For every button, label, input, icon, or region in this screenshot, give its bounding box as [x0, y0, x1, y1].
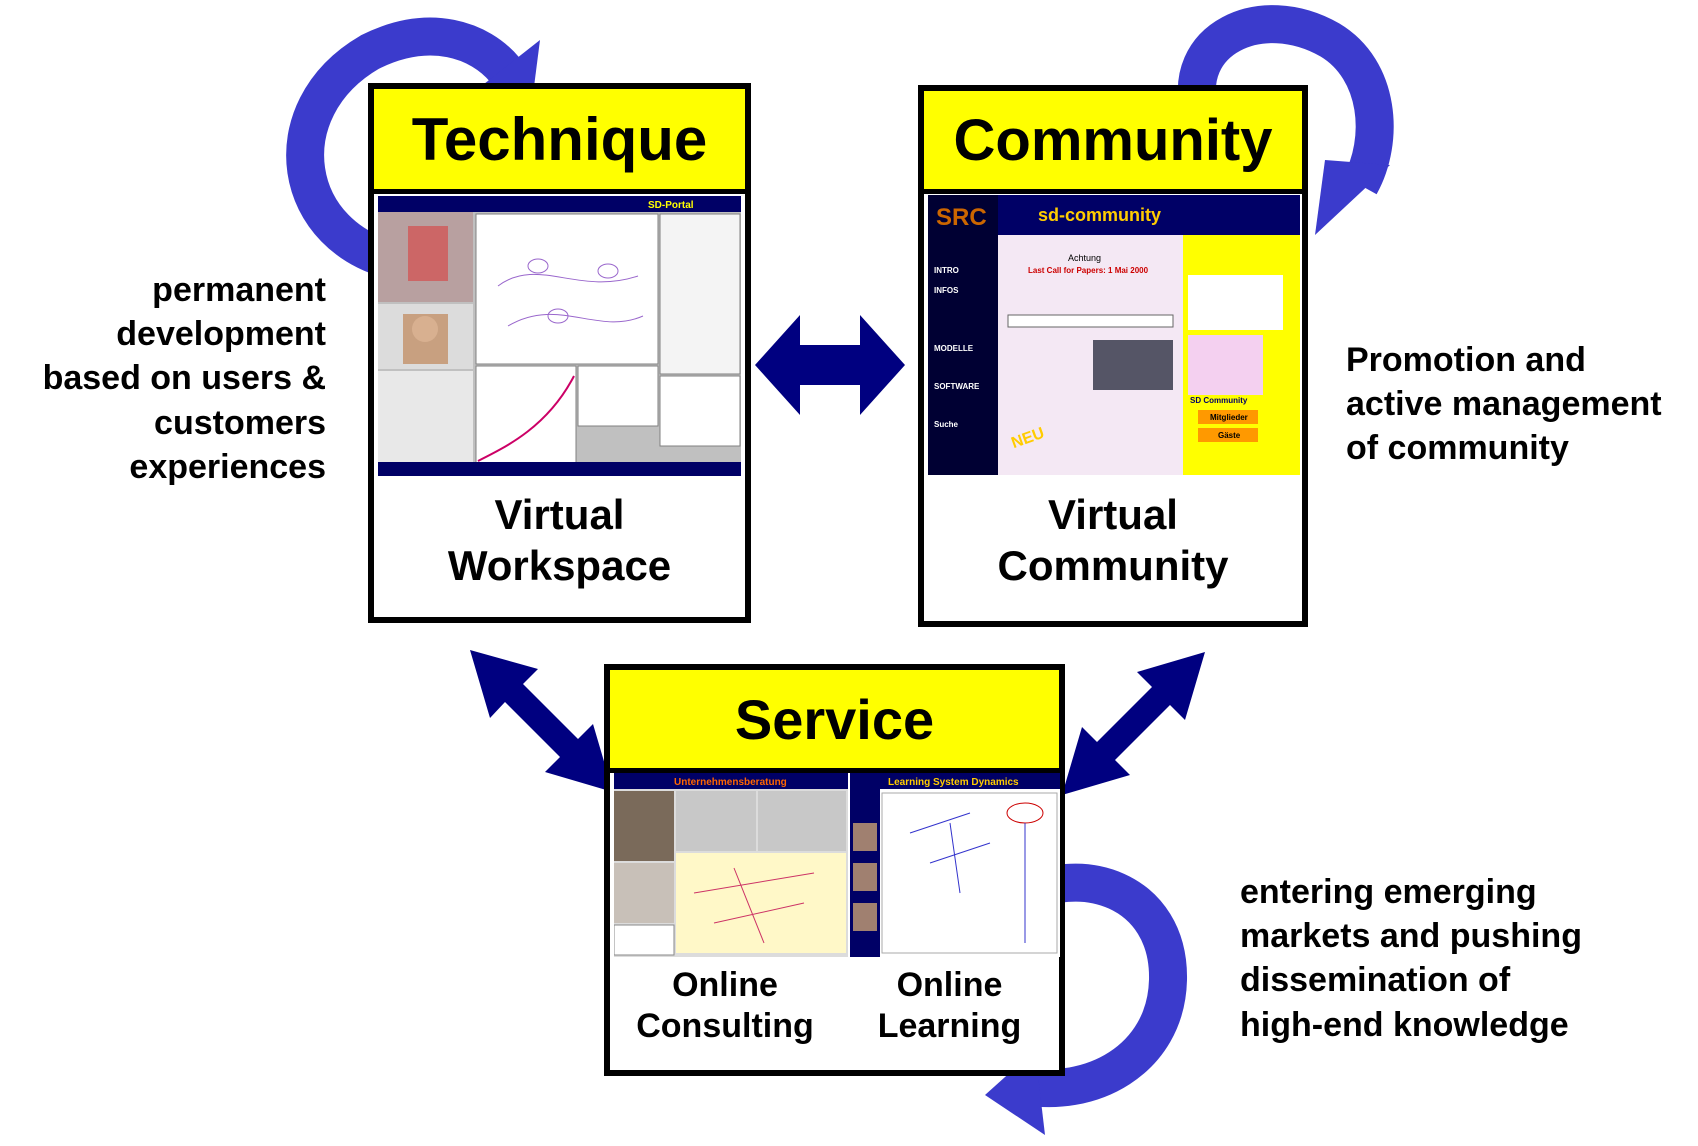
service-caption-left: Online Consulting: [610, 965, 840, 1048]
note-left: permanent development based on users & c…: [10, 268, 326, 489]
service-caption-right-line1: Online: [896, 966, 1003, 1004]
note-left-line4: customers: [154, 403, 326, 442]
note-bottom-line2: markets and pushing: [1240, 917, 1582, 956]
community-guests-btn: Gäste: [1218, 431, 1241, 440]
note-left-line2: development: [116, 315, 326, 354]
note-right: Promotion and active management of commu…: [1346, 338, 1691, 471]
technique-caption-line2: Workspace: [447, 542, 672, 590]
service-box: Service Unternehmensberatung Learning Sy…: [604, 664, 1065, 1076]
technique-caption-line1: Virtual: [494, 491, 625, 538]
community-headline: Last Call for Papers: 1 Mai 2000: [1028, 266, 1149, 275]
technique-header: Technique: [374, 89, 745, 194]
technique-box: Technique SD-Portal Virtual Wor: [368, 83, 751, 623]
service-screenshot-learning: Learning System Dynamics: [850, 773, 1060, 957]
community-nav-software: SOFTWARE: [934, 382, 980, 391]
workspace-header-label: SD-Portal: [648, 200, 694, 211]
community-title: Community: [953, 107, 1273, 173]
note-left-line1: permanent: [152, 271, 326, 309]
community-cycle-arrow: [1177, 5, 1394, 235]
community-nav-suche: Suche: [934, 420, 959, 429]
service-caption-left-line2: Consulting: [636, 1007, 814, 1046]
community-caption-line2: Community: [997, 542, 1229, 590]
service-learning-title: Learning System Dynamics: [888, 777, 1019, 788]
community-box: Community SRC sd-community INTRO INFOS M…: [918, 85, 1308, 627]
service-caption-right: Online Learning: [840, 965, 1059, 1048]
note-right-line2: active management: [1346, 385, 1662, 424]
note-left-line3: based on users &: [42, 359, 326, 398]
community-screenshot: SRC sd-community INTRO INFOS MODELLE SOF…: [928, 195, 1300, 475]
community-nav-intro: INTRO: [934, 266, 959, 275]
community-site-name: sd-community: [1038, 205, 1161, 225]
double-arrow-horizontal: [755, 315, 905, 415]
community-nav-infos: INFOS: [934, 286, 959, 295]
note-bottom: entering emerging markets and pushing di…: [1240, 870, 1660, 1047]
community-logo: SRC: [936, 204, 987, 231]
community-right-title: SD Community: [1190, 396, 1248, 405]
technique-caption: Virtual Workspace: [374, 489, 745, 591]
community-caption-line1: Virtual: [1048, 491, 1178, 538]
service-caption-left-line1: Online: [672, 966, 778, 1004]
note-right-line3: of community: [1346, 429, 1569, 468]
service-caption-right-line2: Learning: [877, 1007, 1022, 1046]
service-consulting-title: Unternehmensberatung: [674, 777, 787, 788]
community-notice: Achtung: [1068, 253, 1101, 263]
note-right-line1: Promotion and: [1346, 341, 1586, 379]
double-arrow-left-diagonal: [470, 650, 613, 792]
note-left-line5: experiences: [129, 447, 326, 486]
note-bottom-line1: entering emerging: [1240, 873, 1537, 911]
community-nav-modelle: MODELLE: [934, 344, 974, 353]
service-title: Service: [734, 687, 935, 751]
double-arrow-right-diagonal: [1062, 652, 1205, 795]
technique-title: Technique: [411, 105, 708, 173]
note-bottom-line3: dissemination of: [1240, 961, 1511, 1000]
note-bottom-line4: high-end knowledge: [1240, 1005, 1569, 1044]
community-caption: Virtual Community: [924, 489, 1302, 591]
community-members-btn: Mitglieder: [1210, 413, 1248, 422]
community-header: Community: [924, 91, 1302, 194]
service-screenshot-consulting: Unternehmensberatung: [614, 773, 848, 957]
service-header: Service: [610, 670, 1059, 773]
workspace-screenshot: SD-Portal: [378, 196, 741, 476]
